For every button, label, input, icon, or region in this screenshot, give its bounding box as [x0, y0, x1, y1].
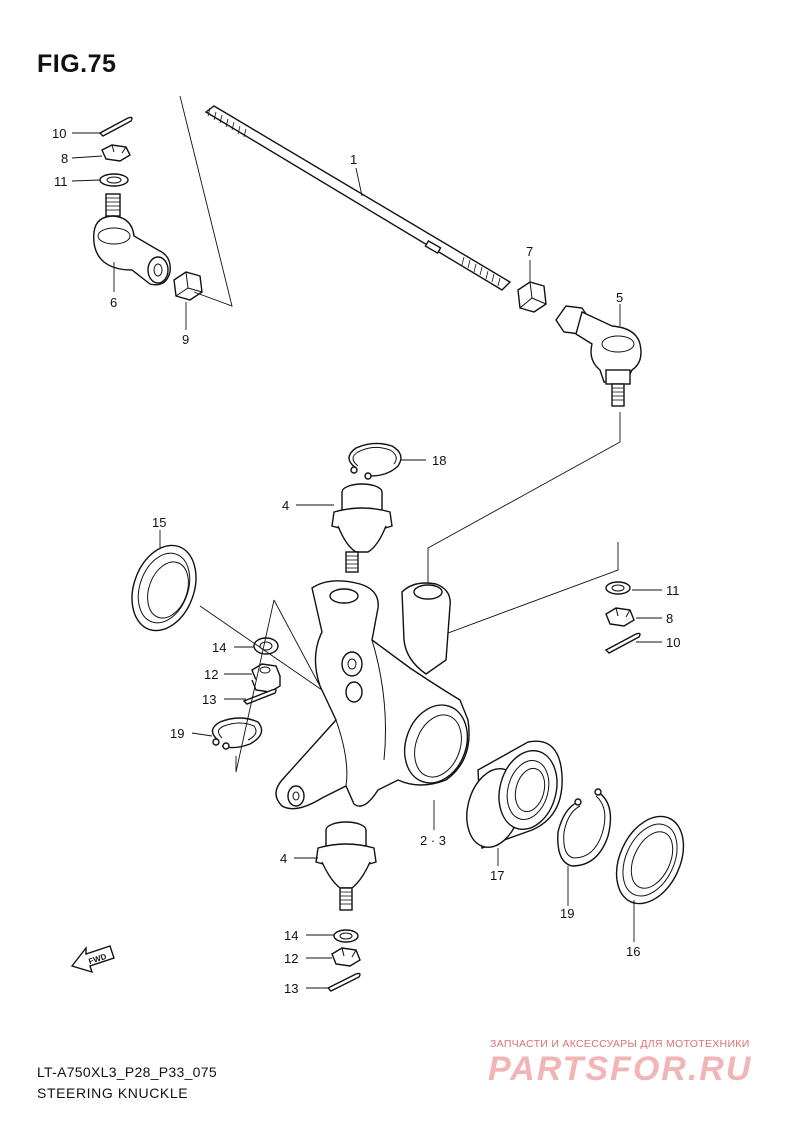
callout-8-right: 8 [666, 611, 673, 626]
callout-11-upper: 11 [54, 174, 68, 189]
callouts: 10 8 11 6 9 1 7 5 18 4 15 11 8 10 14 12 … [52, 126, 680, 996]
left-tie-rod-end [93, 193, 171, 286]
left-hex-nut [173, 271, 203, 301]
figure-title: FIG.75 [37, 50, 117, 78]
watermark-logo: PARTSFOR.RU [488, 1050, 753, 1088]
wheel-bearing [466, 740, 563, 849]
right-fastener-line [439, 542, 619, 637]
lower-cotter-pin [326, 972, 361, 992]
mid-bracket-line [235, 599, 275, 773]
callout-14-lower: 14 [284, 928, 298, 943]
lock-nut [517, 281, 547, 313]
callout-6: 6 [110, 295, 117, 310]
callout-15: 15 [152, 515, 166, 530]
right-tie-rod-end [555, 305, 642, 407]
callout-11-right: 11 [666, 583, 680, 598]
upper-circlip [348, 442, 402, 480]
assembly-bracket-line [179, 95, 233, 307]
right-cotter-pin [604, 632, 641, 654]
callout-7: 7 [526, 244, 533, 259]
leader-lines [71, 132, 662, 989]
callout-16: 16 [626, 944, 640, 959]
callout-9: 9 [182, 332, 189, 347]
lower-ball-joint [315, 821, 377, 911]
callout-10-upper: 10 [52, 126, 66, 141]
callout-10-right: 10 [666, 635, 680, 650]
watermark-tagline: ЗАПЧАСТИ И АКСЕССУАРЫ ДЛЯ МОТОТЕХНИКИ [490, 1038, 750, 1050]
right-washer [605, 581, 631, 595]
callout-4-upper: 4 [282, 498, 289, 513]
right-castle-nut [605, 607, 635, 627]
lower-castle-nut [331, 947, 361, 967]
tie-rod [204, 105, 512, 291]
callout-2-3: 2 · 3 [420, 833, 446, 848]
callout-18: 18 [432, 453, 446, 468]
lower-washer [333, 929, 359, 943]
left-cotter-pin [98, 116, 133, 137]
callout-8-upper: 8 [61, 151, 68, 166]
callout-17: 17 [490, 868, 504, 883]
left-castle-nut [101, 144, 131, 162]
lower-oil-seal [615, 815, 685, 905]
figure-code: LT-A750XL3_P28_P33_075 [37, 1064, 217, 1080]
mid-cotter-pin [242, 688, 277, 705]
upper-ball-joint [331, 483, 393, 573]
steering-knuckle [275, 580, 470, 810]
callout-12-mid: 12 [204, 667, 218, 682]
bearing-circlip [557, 788, 612, 867]
mid-castle-nut [251, 663, 281, 693]
left-washer [99, 173, 129, 187]
callout-12-lower: 12 [284, 951, 298, 966]
callout-14-mid: 14 [212, 640, 226, 655]
callout-19-left: 19 [170, 726, 184, 741]
callout-4-lower: 4 [280, 851, 287, 866]
callout-5: 5 [616, 290, 623, 305]
callout-1: 1 [350, 152, 357, 167]
tie-rod-end-install-line [427, 412, 621, 588]
callout-13-lower: 13 [284, 981, 298, 996]
upper-oil-seal [131, 544, 197, 632]
callout-13-mid: 13 [202, 692, 216, 707]
figure-caption: STEERING KNUCKLE [37, 1085, 189, 1101]
forward-arrow-icon: FWD [70, 945, 115, 974]
callout-19-right: 19 [560, 906, 574, 921]
mid-circlip [211, 717, 263, 750]
